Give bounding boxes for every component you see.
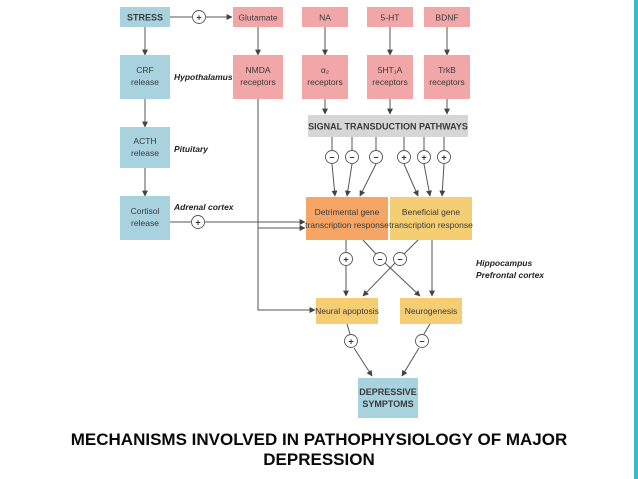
plus-sign-apoptosis [339, 252, 353, 266]
svg-text:+: + [343, 255, 348, 265]
glutamate-node [233, 7, 283, 27]
prefrontal-cortex-label: Prefrontal cortex [476, 270, 545, 280]
svg-text:+: + [401, 153, 406, 163]
svg-text:−: − [349, 153, 354, 163]
plus-sign-2 [417, 150, 431, 164]
svg-text:−: − [373, 153, 378, 163]
hippocampus-label: Hippocampus [476, 258, 532, 268]
minus-sign-cross-2 [393, 252, 407, 266]
signal-transduction-node [308, 115, 468, 137]
alpha2-receptor-node [302, 55, 348, 99]
alpha2-label-2: receptors [307, 77, 342, 87]
trkb-receptor-node [424, 55, 470, 99]
hypothalamus-label: Hypothalamus [174, 72, 233, 82]
cortisol-label-2: release [131, 218, 159, 228]
minus-sign-2 [345, 150, 359, 164]
svg-text:+: + [196, 13, 201, 23]
cortisol-node [120, 196, 170, 240]
signal-transduction-label: SIGNAL TRANSDUCTION PATHWAYS [308, 122, 468, 132]
glutamate-label: Glutamate [238, 13, 277, 23]
caption-line-2: DEPRESSION [263, 449, 375, 469]
svg-text:−: − [397, 255, 402, 265]
connectors [142, 14, 450, 377]
5ht1a-receptor-node [367, 55, 413, 99]
pituitary-label: Pituitary [174, 144, 209, 154]
beneficial-gene-node [390, 197, 472, 240]
slide-caption: MECHANISMS INVOLVED IN PATHOPHYSIOLOGY O… [0, 420, 638, 479]
plus-sign-cortisol [191, 215, 205, 229]
plus-sign-depressive [344, 334, 358, 348]
accent-bar [634, 0, 638, 479]
acth-label-2: release [131, 148, 159, 158]
na-node [302, 7, 348, 27]
plus-sign-1 [397, 150, 411, 164]
caption-line-1: MECHANISMS INVOLVED IN PATHOPHYSIOLOGY O… [70, 429, 568, 449]
crf-node [120, 55, 170, 99]
alpha2-label-1: α₂ [321, 65, 329, 75]
detrimental-label-1: Detrimental gene [315, 207, 380, 217]
depressive-symptoms-node [358, 378, 418, 418]
serotonin-node [367, 7, 413, 27]
sign-glyphs: + + − − − + + + + − − + − [195, 13, 446, 347]
adrenal-cortex-label: Adrenal cortex [173, 202, 235, 212]
neural-apoptosis-label: Neural apoptosis [315, 306, 379, 316]
svg-text:+: + [441, 153, 446, 163]
minus-sign-cross-1 [373, 252, 387, 266]
beneficial-label-2: transcription response [389, 220, 473, 230]
svg-text:+: + [195, 218, 200, 228]
5ht1a-label-1: 5HT₁A [378, 65, 403, 75]
sign-circles [191, 10, 451, 348]
nmda-label-2: receptors [240, 77, 275, 87]
acth-node [120, 127, 170, 168]
minus-sign-3 [369, 150, 383, 164]
pathophysiology-diagram: + + − − − + + + + − − + − STRESS CRF rel… [120, 7, 545, 418]
stress-label: STRESS [127, 13, 163, 23]
neural-apoptosis-node [316, 298, 378, 324]
depressive-label-1: DEPRESSIVE [359, 387, 417, 397]
5ht1a-label-2: receptors [372, 77, 407, 87]
nmda-label-1: NMDA [245, 65, 270, 75]
plus-sign-3 [437, 150, 451, 164]
trkb-label-2: receptors [429, 77, 464, 87]
neurogenesis-node [400, 298, 462, 324]
bdnf-node [424, 7, 470, 27]
svg-text:−: − [329, 153, 334, 163]
acth-label-1: ACTH [133, 136, 156, 146]
svg-text:+: + [421, 153, 426, 163]
svg-text:−: − [377, 255, 382, 265]
depressive-label-2: SYMPTOMS [362, 399, 413, 409]
plus-sign-stress-glutamate [192, 10, 206, 24]
svg-text:−: − [419, 337, 424, 347]
nmda-node [233, 55, 283, 99]
trkb-label-1: TrkB [438, 65, 456, 75]
detrimental-label-2: transcription response [305, 220, 389, 230]
crf-label-1: CRF [136, 65, 153, 75]
detrimental-gene-node [306, 197, 388, 240]
minus-sign-1 [325, 150, 339, 164]
svg-text:+: + [348, 337, 353, 347]
bdnf-label: BDNF [435, 13, 458, 23]
crf-label-2: release [131, 77, 159, 87]
beneficial-label-1: Beneficial gene [402, 207, 460, 217]
cortisol-label-1: Cortisol [131, 206, 160, 216]
stress-node [120, 7, 170, 27]
serotonin-label: 5-HT [381, 13, 400, 23]
na-label: NA [319, 13, 331, 23]
neurogenesis-label: Neurogenesis [405, 306, 457, 316]
minus-sign-depressive [415, 334, 429, 348]
